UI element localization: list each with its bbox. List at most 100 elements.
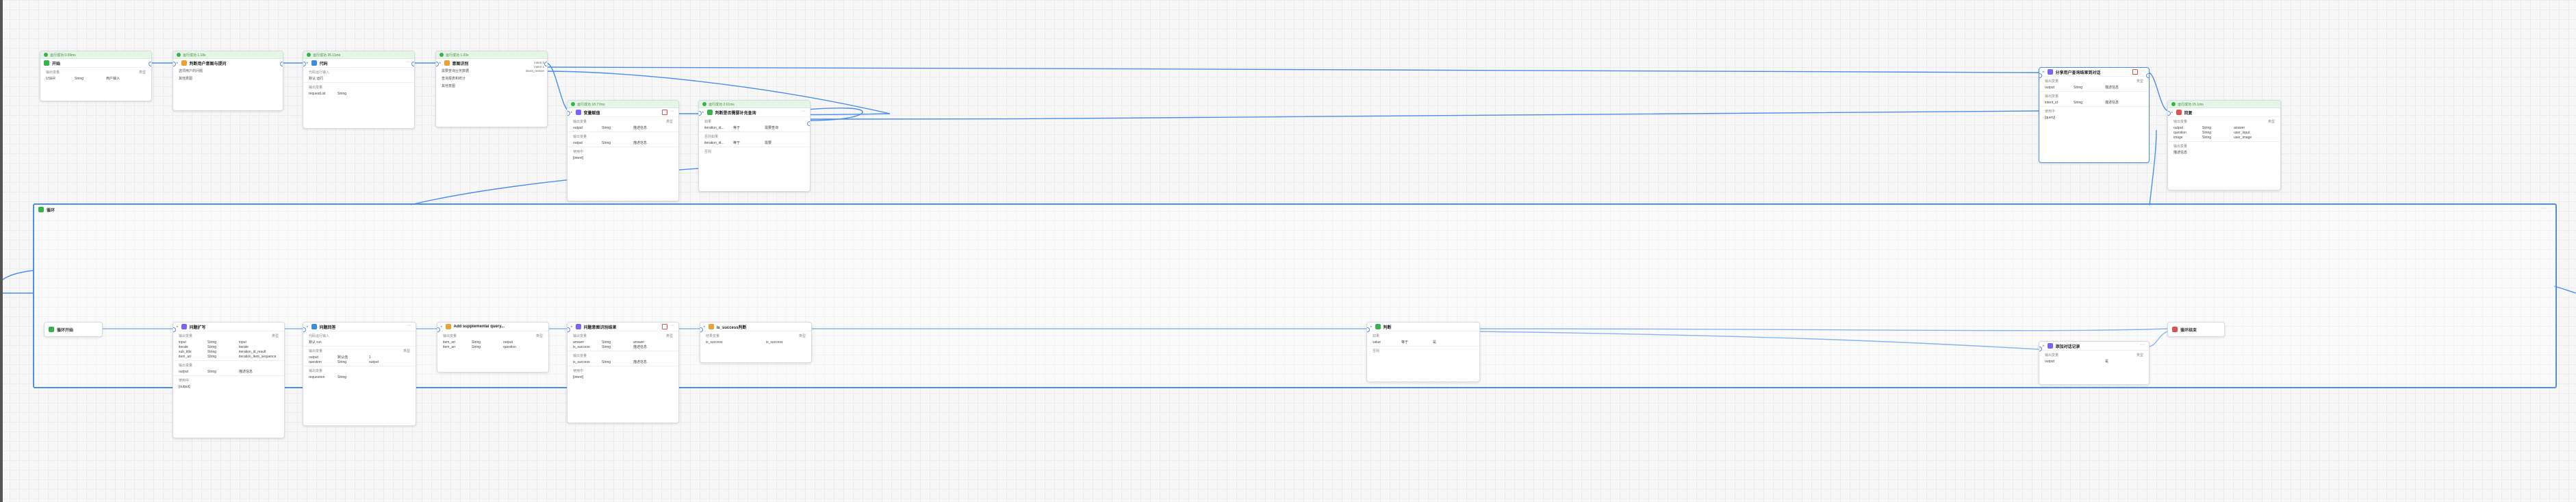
more-icon[interactable]: ···: [407, 323, 411, 328]
classifier-option[interactable]: 其他意图: [442, 84, 456, 88]
variable-icon: [445, 324, 451, 329]
collapse-icon[interactable]: ▸: [2043, 70, 2045, 74]
assign-icon: [575, 110, 581, 115]
input-port[interactable]: [700, 327, 703, 332]
output-port[interactable]: [411, 62, 414, 66]
collapse-icon[interactable]: ▸: [702, 110, 704, 114]
input-port[interactable]: [437, 327, 440, 332]
input-port[interactable]: [173, 327, 176, 332]
collapse-icon[interactable]: ▸: [704, 325, 706, 329]
more-icon[interactable]: ···: [2140, 68, 2145, 73]
input-port[interactable]: [568, 111, 570, 116]
output-port[interactable]: [2146, 73, 2149, 78]
intent-classifier-node[interactable]: 运行成功 1.03s ▸意图识别 需要查询业务数据 查询报表和统计 其他意图 i…: [435, 51, 548, 127]
collapse-icon[interactable]: ▸: [307, 61, 309, 65]
more-icon[interactable]: ···: [801, 109, 806, 114]
run-status: 运行成功 2.61ms: [699, 101, 810, 108]
run-status: 运行成功 18.77ms: [568, 101, 678, 108]
run-status: 运行成功 35.11ms: [303, 51, 414, 59]
input-port[interactable]: [568, 327, 570, 332]
input-port[interactable]: [1367, 327, 1370, 332]
collapse-icon[interactable]: ▸: [177, 61, 179, 65]
check-icon: [2171, 102, 2176, 106]
collapse-icon[interactable]: ▸: [307, 325, 309, 329]
stop-icon: [2172, 327, 2178, 332]
collapse-icon[interactable]: ▸: [177, 325, 179, 329]
node-title: 开始: [52, 62, 61, 66]
llm-icon: [575, 324, 581, 329]
branch-option[interactable]: 选项用户的问题: [179, 69, 203, 73]
check-icon: [702, 102, 706, 106]
more-icon[interactable]: ···: [405, 60, 410, 64]
input-port[interactable]: [2039, 347, 2042, 351]
collapse-icon[interactable]: ▸: [571, 110, 573, 114]
code-icon: [311, 324, 317, 329]
input-port[interactable]: [2168, 111, 2171, 116]
delete-icon[interactable]: [2132, 69, 2138, 75]
loop-start-node[interactable]: 循环开始: [44, 322, 103, 337]
collapse-icon[interactable]: ▸: [2171, 110, 2173, 114]
condition-icon: [706, 110, 713, 115]
delete-icon[interactable]: [662, 110, 667, 115]
run-status: 运行成功 1.03s: [436, 51, 547, 59]
branch-icon: [181, 60, 187, 66]
check-icon: [307, 53, 311, 57]
left-edge-bar: [0, 0, 3, 502]
loop-icon: [38, 207, 44, 212]
input-port[interactable]: [436, 62, 439, 66]
collapse-icon[interactable]: ▸: [2043, 344, 2045, 348]
delete-icon[interactable]: [662, 324, 667, 329]
code-icon: [311, 60, 317, 66]
collapse-icon[interactable]: ▸: [439, 61, 442, 65]
collapse-icon[interactable]: ▸: [571, 325, 573, 329]
output-port[interactable]: [544, 62, 547, 66]
input-port[interactable]: [173, 62, 176, 66]
llm-icon: [181, 324, 187, 329]
check-icon: [44, 53, 48, 57]
assign-icon: [2047, 343, 2053, 349]
check-icon: [439, 53, 444, 57]
input-port[interactable]: [303, 327, 306, 332]
intent-question-node[interactable]: 运行成功 1.18s ▸判断用户意图与提问 选项用户的问题 其他意图: [173, 51, 283, 111]
output-port[interactable]: [280, 62, 283, 66]
branch-option[interactable]: 其他意图: [179, 77, 193, 81]
loop-end-node[interactable]: 循环结束: [2167, 322, 2225, 337]
more-icon[interactable]: ···: [669, 109, 674, 114]
collapse-icon[interactable]: ▸: [1370, 325, 1373, 329]
more-icon[interactable]: ···: [2541, 206, 2546, 211]
run-status: 运行成功 1.18s: [173, 51, 283, 59]
collapse-icon[interactable]: ▸: [441, 325, 443, 329]
input-port[interactable]: [303, 62, 306, 66]
check-icon: [177, 53, 181, 57]
supplemental-query-node[interactable]: ▸Add supplemental query... 输出变量类型 item_a…: [437, 322, 549, 373]
classifier-option[interactable]: 需要查询业务数据: [442, 69, 470, 73]
input-port[interactable]: [699, 111, 702, 116]
variable-icon: [708, 324, 714, 329]
handle-label: intent 1: [534, 65, 544, 68]
run-status: 运行成功 0.09ms: [40, 51, 151, 59]
output-port[interactable]: [807, 121, 810, 126]
more-icon[interactable]: ···: [2140, 342, 2145, 347]
input-port[interactable]: [2039, 73, 2042, 78]
loop-title: 循环: [47, 208, 55, 213]
output-port[interactable]: [149, 62, 151, 66]
reply-icon: [2176, 110, 2182, 115]
classifier-option[interactable]: 查询报表和统计: [442, 77, 466, 81]
start-icon: [44, 60, 49, 66]
llm-icon: [2047, 69, 2053, 75]
more-icon[interactable]: ···: [669, 323, 674, 328]
run-status: 运行成功 15.1ms: [2168, 101, 2280, 108]
